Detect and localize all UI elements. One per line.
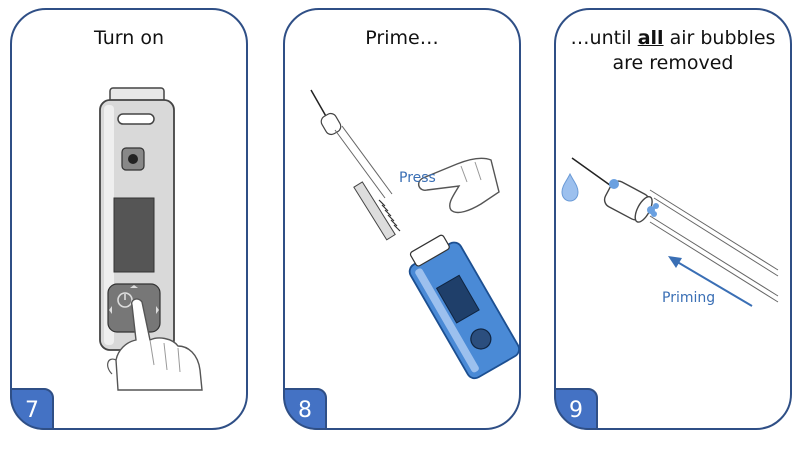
- step-title: Turn on: [94, 27, 164, 49]
- priming-callout: Priming: [662, 290, 715, 306]
- title-suffix: air bubbles: [663, 27, 776, 49]
- step-title: …until all air bubbles are removed: [556, 26, 790, 76]
- step-number-badge: 8: [283, 388, 327, 430]
- title-emphasis: all: [637, 27, 664, 49]
- press-callout: Press: [399, 170, 436, 186]
- step-7-panel: Turn on 7: [10, 8, 248, 430]
- step-9-panel: …until all air bubbles are removed Primi…: [554, 8, 792, 430]
- title-line2: are removed: [612, 52, 734, 74]
- step-title: Prime…: [365, 27, 439, 49]
- step-8-panel: Prime… Press 8: [283, 8, 521, 430]
- title-prefix: …until: [570, 27, 638, 49]
- pump-power-on-illustration: [99, 87, 203, 391]
- priming-press-illustration: Press: [310, 89, 520, 380]
- air-bubbles-illustration: Priming: [561, 157, 779, 307]
